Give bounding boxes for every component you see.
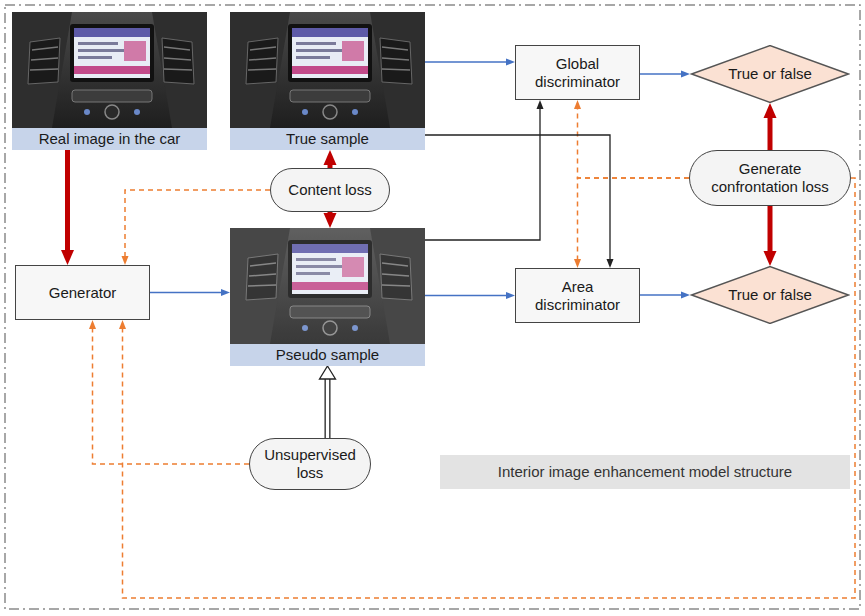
node-label: Content loss xyxy=(288,181,371,199)
arrowhead xyxy=(574,259,581,268)
arrowhead xyxy=(61,250,74,265)
connector-line xyxy=(325,379,331,438)
node-label: Interior image enhancement model structu… xyxy=(498,463,792,481)
arrowhead xyxy=(681,292,690,299)
connector-line xyxy=(425,135,610,259)
connector xyxy=(574,178,689,268)
image-panel: Real image in the car xyxy=(12,12,207,150)
car-interior-photo xyxy=(230,228,425,344)
loss-terminal: Unsupervised loss xyxy=(249,438,371,490)
connector-line xyxy=(425,61,506,63)
node-label: Generate confrontation loss xyxy=(700,160,840,196)
connector-line xyxy=(326,379,329,438)
connector xyxy=(324,212,337,228)
connector xyxy=(425,100,544,240)
connector-line xyxy=(425,109,540,240)
enhancement-tint xyxy=(230,228,425,344)
node-label: Area discriminator xyxy=(523,278,633,314)
diamond-shape xyxy=(692,267,849,324)
connector-line xyxy=(65,150,70,250)
connector-line xyxy=(328,212,333,213)
connector xyxy=(425,292,515,299)
arrowhead xyxy=(122,256,129,265)
arrowhead xyxy=(221,289,230,296)
connector xyxy=(89,320,249,464)
connector xyxy=(764,103,777,150)
connector-line xyxy=(578,109,690,178)
arrowhead xyxy=(764,251,777,266)
connector-line xyxy=(425,295,506,297)
caption-band: True sample xyxy=(230,128,425,150)
arrowhead xyxy=(537,100,544,109)
arrowhead xyxy=(119,320,126,329)
image-panel: True sample xyxy=(230,12,425,150)
connector-line xyxy=(640,73,681,75)
arrowhead xyxy=(324,213,337,228)
node-label: True or false xyxy=(728,286,812,304)
connector xyxy=(150,289,230,296)
arrowhead xyxy=(320,366,336,379)
diamond-shape xyxy=(692,46,849,103)
arrowhead xyxy=(764,103,777,118)
car-interior-photo xyxy=(230,12,425,128)
connector-line xyxy=(123,178,856,598)
connector xyxy=(320,366,336,438)
arrowhead xyxy=(506,292,515,299)
caption-band: Real image in the car xyxy=(12,128,207,150)
node-label: Generator xyxy=(49,284,117,302)
outer-frame xyxy=(5,5,860,609)
node-label: True sample xyxy=(286,130,369,148)
process-box: Area discriminator xyxy=(515,268,640,323)
connector xyxy=(61,150,74,265)
arrowhead xyxy=(506,59,515,66)
connector-line xyxy=(768,206,773,251)
connector xyxy=(122,190,271,265)
process-box: Generator xyxy=(15,265,150,320)
caption-box: Interior image enhancement model structu… xyxy=(440,455,850,489)
connector-line xyxy=(768,118,773,150)
connector-line xyxy=(150,292,221,294)
node-label: Unsupervised loss xyxy=(260,446,360,482)
arrowhead xyxy=(324,150,337,165)
loss-terminal: Content loss xyxy=(270,168,390,212)
node-label: Global discriminator xyxy=(523,55,633,91)
arrowhead xyxy=(607,259,614,268)
connector xyxy=(425,135,614,268)
connector-line xyxy=(640,294,681,296)
connector-line xyxy=(578,178,690,259)
loss-terminal: Generate confrontation loss xyxy=(689,150,851,206)
car-interior-photo xyxy=(12,12,207,128)
connector-line xyxy=(125,190,270,256)
image-panel: Pseudo sample xyxy=(230,228,425,366)
node-label: True or false xyxy=(728,65,812,83)
connector xyxy=(425,59,515,66)
connector-line xyxy=(93,329,250,464)
arrowhead xyxy=(89,320,96,329)
process-box: Global discriminator xyxy=(515,45,640,100)
decision-diamond: True or false xyxy=(690,45,850,103)
decision-diamond: True or false xyxy=(690,266,850,324)
connector xyxy=(640,71,690,78)
connector xyxy=(574,100,689,178)
connector xyxy=(324,150,337,168)
connector xyxy=(640,292,690,299)
connector xyxy=(764,206,777,266)
node-label: Pseudo sample xyxy=(276,346,379,364)
connector xyxy=(119,178,855,598)
caption-band: Pseudo sample xyxy=(230,344,425,366)
arrowhead xyxy=(574,100,581,109)
arrowhead xyxy=(681,71,690,78)
node-label: Real image in the car xyxy=(39,130,181,148)
